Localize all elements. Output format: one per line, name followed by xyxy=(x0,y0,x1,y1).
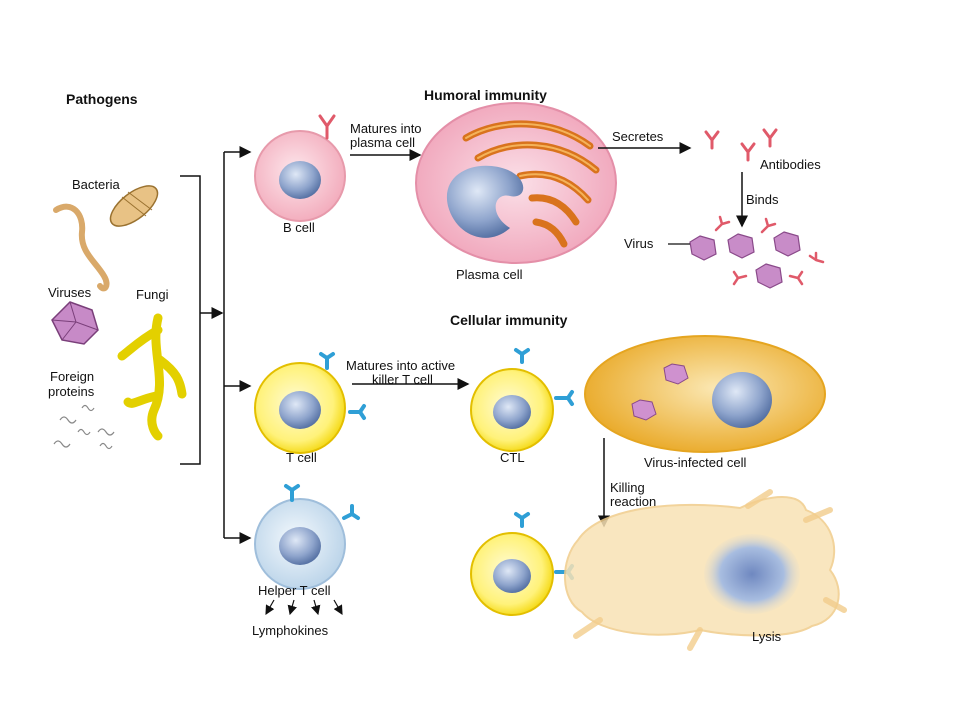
helper-t-cell-label: Helper T cell xyxy=(258,583,331,598)
virus-polyhedron-icon xyxy=(51,301,99,345)
lymphokines-label: Lymphokines xyxy=(252,623,329,638)
ctl-label: CTL xyxy=(500,450,525,465)
virus-infected-cell xyxy=(584,335,826,453)
pathogens-title: Pathogens xyxy=(66,91,138,107)
t-cell-label: T cell xyxy=(286,450,317,465)
killing-label-line1: Killing xyxy=(610,480,645,495)
binds-label: Binds xyxy=(746,192,779,207)
matures-killer-line2: killer T cell xyxy=(372,372,433,387)
fungi-label: Fungi xyxy=(136,287,169,302)
plasma-cell-label: Plasma cell xyxy=(456,267,523,282)
foreign-label-line2: proteins xyxy=(48,384,95,399)
antibodies-label: Antibodies xyxy=(760,157,821,172)
ctl-cell xyxy=(470,368,554,452)
viruses-label: Viruses xyxy=(48,285,92,300)
lysis-label: Lysis xyxy=(752,629,782,644)
b-cell-receptor-icon xyxy=(318,114,336,140)
matures-plasma-line2: plasma cell xyxy=(350,135,416,150)
lymphokine-arrows xyxy=(265,599,343,616)
cellular-immunity-title: Cellular immunity xyxy=(450,312,568,328)
ctl-cell-lysis xyxy=(470,532,554,616)
foreign-proteins-icon xyxy=(53,404,115,450)
antibody-icon xyxy=(704,128,778,162)
plasma-cell xyxy=(415,102,617,264)
matures-plasma-line1: Matures into xyxy=(350,121,422,136)
lysed-cell xyxy=(564,489,847,651)
b-cell xyxy=(254,130,346,222)
bacteria-label: Bacteria xyxy=(72,177,120,192)
spiral-bacterium-icon xyxy=(53,203,110,292)
virus-cluster-icon xyxy=(689,215,825,289)
killing-label-line2: reaction xyxy=(610,494,657,509)
pathogen-bracket xyxy=(180,146,252,544)
helper-receptor-icon xyxy=(284,484,360,520)
humoral-immunity-title: Humoral immunity xyxy=(424,87,547,103)
foreign-label-line1: Foreign xyxy=(50,369,95,384)
ctl-receptor-icon xyxy=(514,348,574,406)
t-cell-receptor-icon xyxy=(319,352,366,420)
bacteria-rod-icon xyxy=(109,185,159,227)
helper-t-cell xyxy=(254,498,346,590)
fungi-icon xyxy=(117,313,187,441)
matures-killer-line1: Matures into active xyxy=(346,358,456,373)
t-cell xyxy=(254,362,346,454)
secretes-label: Secretes xyxy=(612,129,664,144)
b-cell-label: B cell xyxy=(283,220,315,235)
virus-label: Virus xyxy=(624,236,654,251)
virus-infected-cell-label: Virus-infected cell xyxy=(644,455,747,470)
